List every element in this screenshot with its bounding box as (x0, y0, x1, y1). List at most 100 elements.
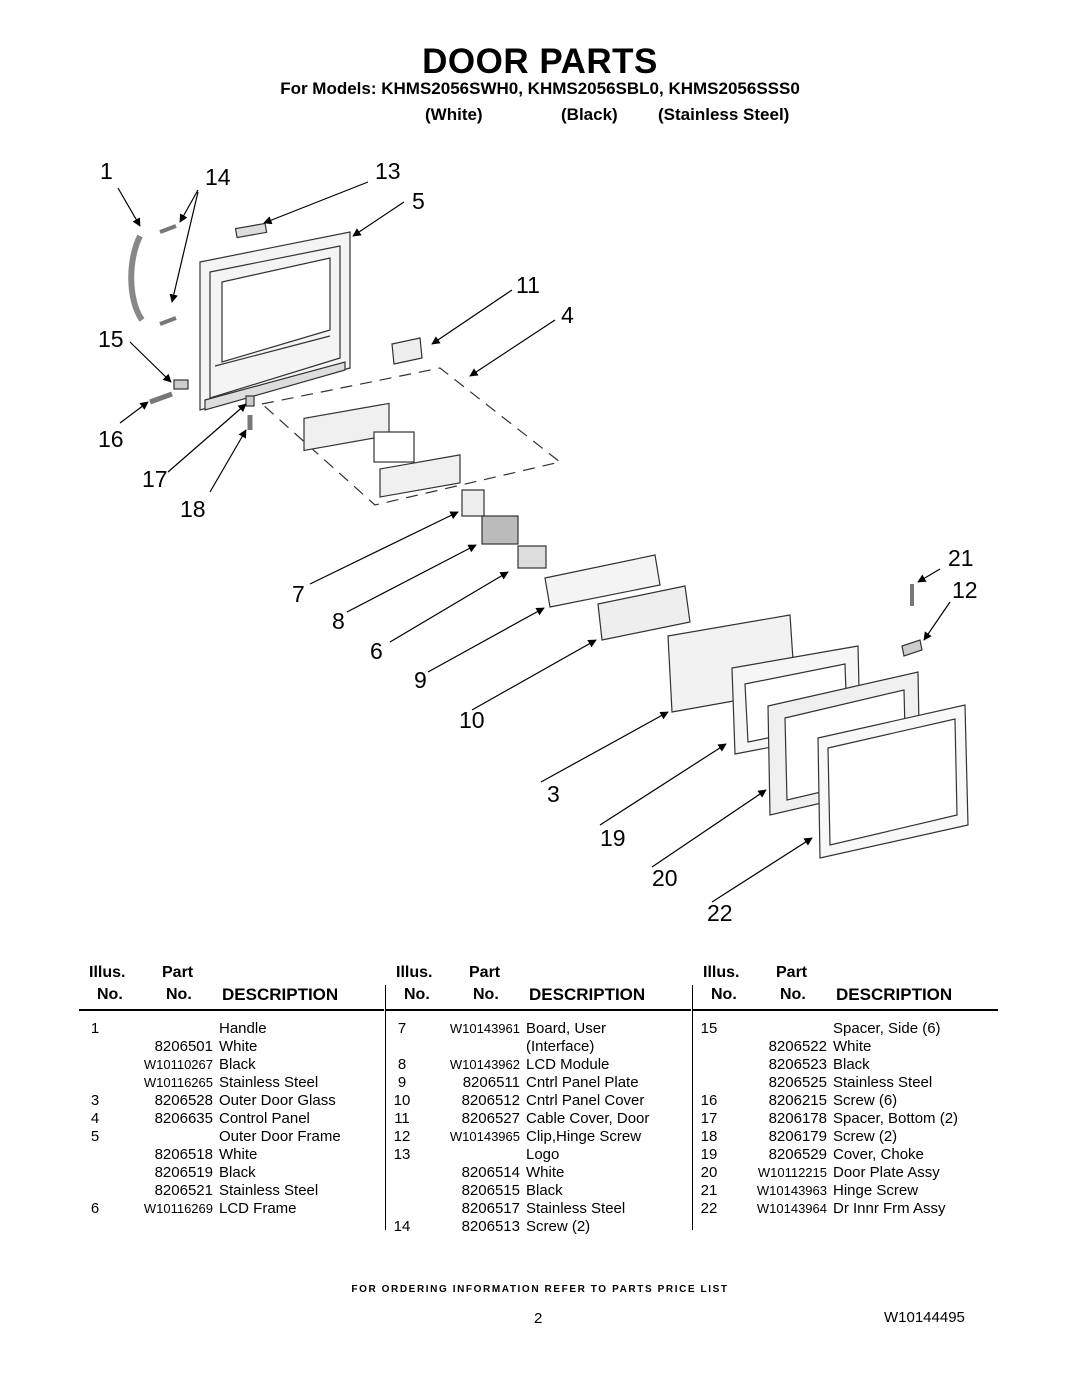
part-number: 8206517 (461, 1200, 520, 1217)
illus-number: 20 (700, 1164, 718, 1181)
table-row: 20 W10112215 Door Plate Assy (693, 1164, 998, 1182)
part-description: White (526, 1164, 565, 1181)
part-number: 8206529 (768, 1146, 827, 1163)
part-description: Screw (2) (833, 1128, 898, 1145)
part-no-header: No. (166, 986, 192, 1003)
part-description: Stainless Steel (833, 1074, 933, 1091)
part-no-header: No. (473, 986, 499, 1003)
callout-6: 6 (370, 638, 383, 664)
table-row: 8206517 Stainless Steel (386, 1200, 691, 1218)
callout-5: 5 (412, 188, 425, 214)
part-description: Dr Innr Frm Assy (833, 1200, 946, 1217)
part-number: W10143961 (449, 1021, 520, 1036)
page-title: DOOR PARTS (422, 42, 658, 81)
part-number: 8206519 (154, 1164, 213, 1181)
callout-16: 16 (98, 426, 124, 452)
illus-header: Illus. (396, 964, 433, 981)
part-description: Stainless Steel (219, 1074, 319, 1091)
part-description: Door Plate Assy (833, 1164, 940, 1181)
callout-9: 9 (414, 667, 427, 693)
illus-number: 11 (394, 1110, 410, 1127)
illus-number: 1 (90, 1020, 100, 1037)
part-description: Clip,Hinge Screw (526, 1128, 642, 1145)
illus-number: 6 (90, 1200, 100, 1217)
illus-number: 22 (700, 1200, 718, 1217)
illus-number: 5 (90, 1128, 100, 1145)
part-description: Logo (526, 1146, 560, 1163)
illus-number: 10 (393, 1092, 411, 1109)
illus-number: 18 (700, 1128, 718, 1145)
part-number: W10110267 (143, 1057, 213, 1072)
description-header: DESCRIPTION (529, 985, 646, 1004)
callout-12: 12 (952, 577, 978, 603)
illus-number: 19 (700, 1146, 718, 1163)
lcd-frame-drawing (517, 545, 547, 569)
control-panel-dashed-outline (260, 367, 562, 506)
column-divider (385, 985, 386, 1230)
part-description: Stainless Steel (526, 1200, 626, 1217)
callout-13: 13 (375, 158, 401, 184)
table-row: 6 W10116269 LCD Frame (79, 1200, 384, 1218)
callout-7: 7 (292, 581, 305, 607)
part-number: W10112215 (757, 1165, 827, 1180)
part-number: 8206515 (461, 1182, 520, 1199)
illus-number: 9 (397, 1074, 407, 1091)
part-description: Handle (219, 1020, 267, 1037)
part-description: Black (219, 1164, 256, 1181)
description-header: DESCRIPTION (222, 985, 339, 1004)
part-description: Black (833, 1056, 870, 1073)
part-number: 8206513 (461, 1218, 520, 1235)
part-number: W10143963 (756, 1183, 827, 1198)
part-description: Black (526, 1182, 563, 1199)
illus-header: Illus. (89, 964, 126, 981)
part-description: (Interface) (526, 1038, 595, 1055)
callout-21: 21 (948, 545, 974, 571)
illus-number: 16 (700, 1092, 718, 1109)
part-description: LCD Module (526, 1056, 610, 1073)
parts-table-header: Illus. Part No. No. DESCRIPTION (386, 961, 691, 1011)
table-row: 8206515 Black (386, 1182, 691, 1200)
part-description: White (219, 1038, 258, 1055)
part-description: Outer Door Frame (219, 1128, 341, 1145)
part-number: 8206525 (768, 1074, 827, 1091)
part-number: 8206635 (154, 1110, 213, 1127)
callout-3: 3 (547, 781, 560, 807)
callout-10: 10 (459, 707, 485, 733)
part-number: W10116269 (143, 1201, 213, 1216)
part-description: LCD Frame (219, 1200, 297, 1217)
column-divider (692, 985, 693, 1230)
part-number: 8206512 (461, 1092, 520, 1109)
illus-number: 14 (393, 1218, 411, 1235)
document-number: W10144495 (884, 1309, 965, 1326)
part-description: White (219, 1146, 258, 1163)
parts-table-header: Illus. Part No. No. DESCRIPTION (693, 961, 998, 1011)
part-description: Cntrl Panel Plate (526, 1074, 639, 1091)
part-number: W10116265 (143, 1075, 213, 1090)
part-description: Spacer, Bottom (2) (833, 1110, 959, 1127)
part-number: 8206522 (768, 1038, 827, 1055)
illus-number: 7 (397, 1020, 407, 1037)
cntrl-panel-plate-drawing (544, 554, 661, 608)
illus-no-header: No. (711, 986, 737, 1003)
outer-door-frame-drawing (199, 231, 351, 411)
callout-1: 1 (100, 158, 113, 184)
lcd-module-drawing (481, 515, 519, 545)
cable-cover-drawing (391, 337, 423, 365)
callout-17: 17 (142, 466, 168, 492)
part-description: Outer Door Glass (219, 1092, 336, 1109)
part-header: Part (162, 964, 194, 981)
